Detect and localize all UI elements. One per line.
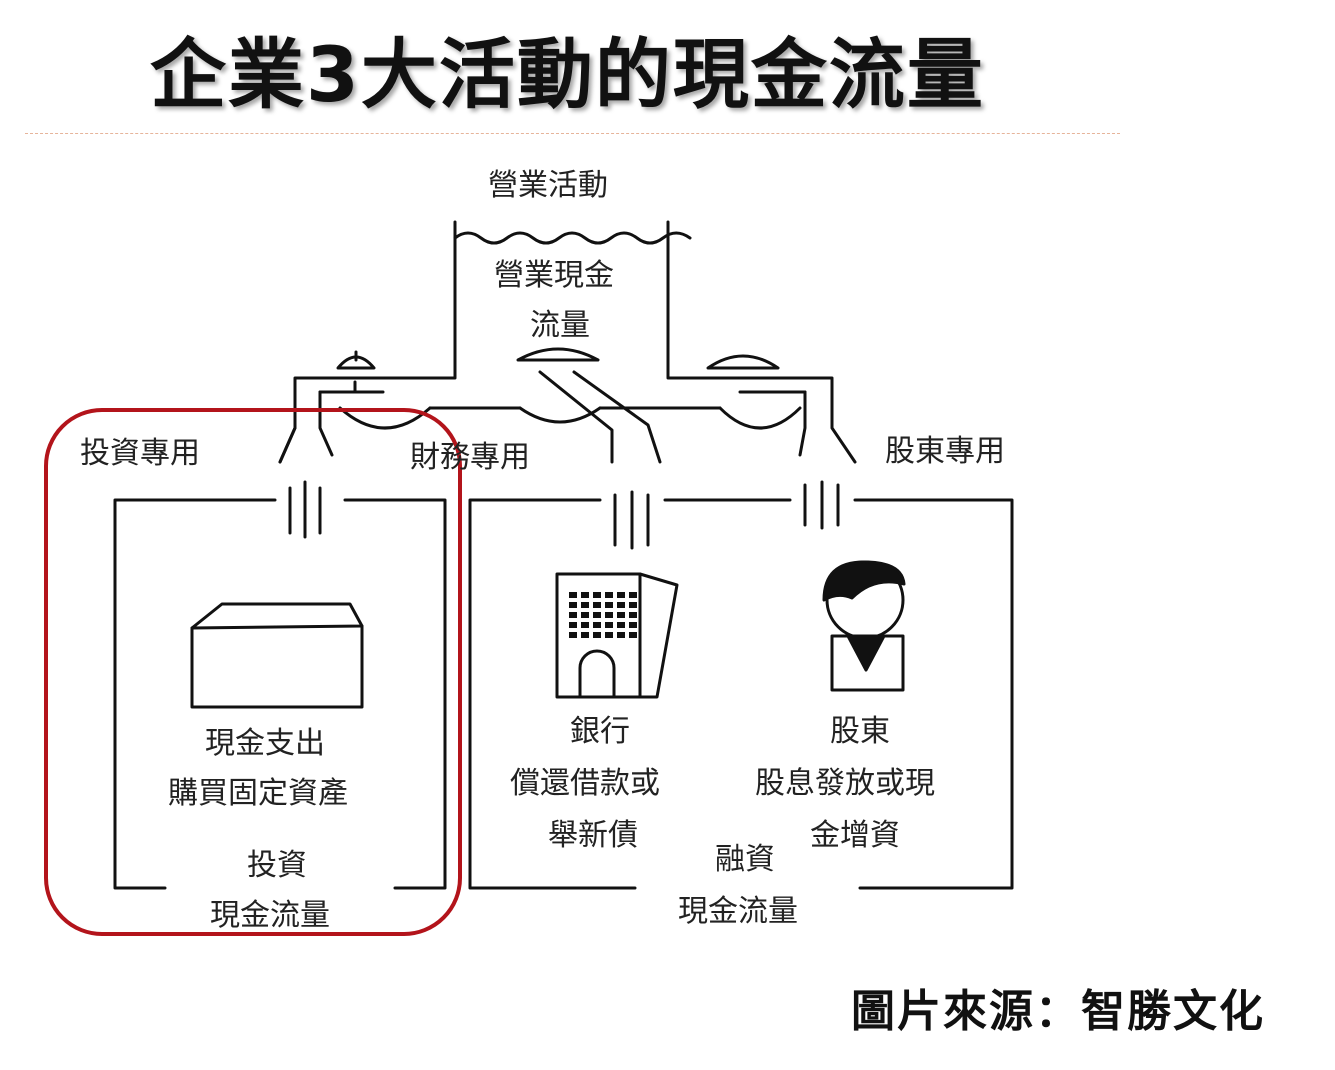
page-title: 企業3大活動的現金流量 bbox=[150, 30, 985, 119]
investing-desc-line1: 現金支出 bbox=[205, 726, 325, 761]
image-source-credit: 圖片來源：智勝文化 bbox=[851, 986, 1265, 1037]
financing-container bbox=[468, 498, 1014, 890]
bank-name: 銀行 bbox=[570, 714, 630, 749]
person-icon bbox=[822, 560, 906, 692]
operating-activity-label: 營業活動 bbox=[488, 168, 608, 203]
investing-flow-line2: 現金流量 bbox=[210, 898, 330, 933]
shareholder-tap-label: 股東專用 bbox=[885, 434, 1005, 469]
investing-highlight-frame bbox=[44, 408, 462, 936]
flow-marks bbox=[288, 480, 840, 550]
shareholder-valve bbox=[706, 354, 857, 464]
financing-tap-label: 財務專用 bbox=[410, 440, 530, 475]
operating-cash-label-line2: 流量 bbox=[530, 308, 590, 343]
operating-tank bbox=[381, 220, 742, 380]
investing-valve bbox=[278, 350, 432, 464]
bank-building-icon bbox=[555, 572, 679, 699]
bank-desc-line2: 舉新債 bbox=[548, 818, 638, 853]
investing-tap-label: 投資專用 bbox=[80, 436, 200, 471]
investing-desc-line2: 購買固定資產 bbox=[168, 776, 348, 811]
financing-valve bbox=[428, 347, 722, 464]
shareholder-name: 股東 bbox=[830, 714, 890, 749]
factory-icon bbox=[190, 602, 364, 709]
investing-flow-line1: 投資 bbox=[247, 848, 307, 883]
shareholder-desc-line1: 股息發放或現 bbox=[755, 766, 935, 801]
financing-flow-line2: 現金流量 bbox=[678, 894, 798, 929]
bank-desc-line1: 償還借款或 bbox=[510, 766, 660, 801]
financing-flow-line1: 融資 bbox=[715, 842, 775, 877]
operating-cash-label-line1: 營業現金 bbox=[494, 258, 614, 293]
shareholder-desc-line2: 金增資 bbox=[810, 818, 900, 853]
title-divider bbox=[25, 133, 1120, 134]
